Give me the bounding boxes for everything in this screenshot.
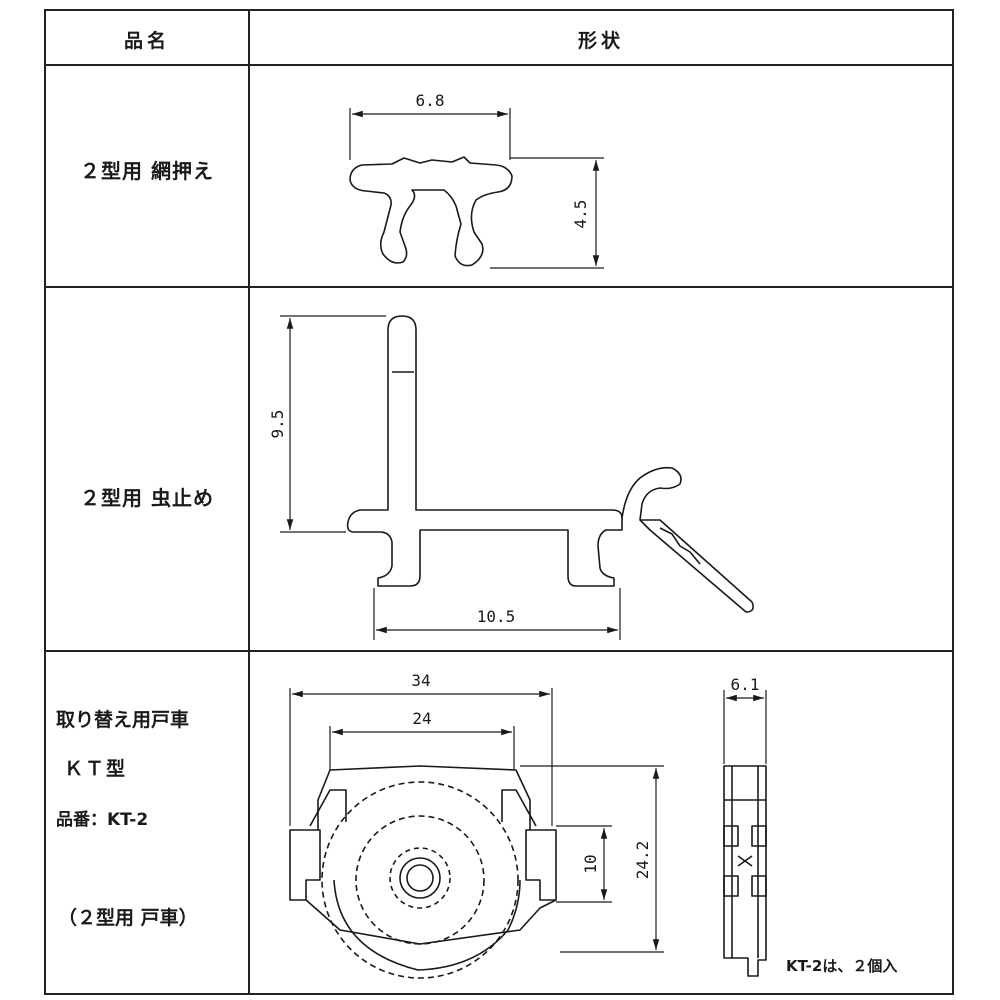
dimension-screen-holder-height <box>490 157 604 269</box>
dimension-screen-holder-width <box>349 108 511 160</box>
row1-product-name: ２型用 網押え <box>80 159 214 183</box>
dimension-roller-inner-width <box>329 726 515 770</box>
dimension-insect-stop-width <box>373 588 621 640</box>
label-roller-thickness: 6.1 <box>731 675 760 694</box>
package-note: KT-2は、２個入 <box>786 955 898 976</box>
row3-usage: （２型用 戸車） <box>58 907 198 929</box>
label-screen-holder-width: 6.8 <box>416 91 445 110</box>
header-shape: 形状 <box>577 29 624 52</box>
row-divider-2 <box>44 650 954 652</box>
label-roller-outer-width: 34 <box>411 671 430 690</box>
header-divider <box>44 64 954 66</box>
row3-model: ＫＴ型 <box>64 758 128 780</box>
dimension-roller-outer-width <box>289 688 553 826</box>
label-insect-stop-width: 10.5 <box>477 607 516 626</box>
door-roller-side-view <box>723 765 767 977</box>
row2-product-name: ２型用 虫止め <box>80 486 214 510</box>
label-roller-height: 24.2 <box>633 841 652 880</box>
screen-holder-profile <box>349 156 513 267</box>
label-roller-wheel: 10 <box>581 854 600 873</box>
label-screen-holder-height: 4.5 <box>571 200 590 229</box>
label-roller-inner-width: 24 <box>412 709 431 728</box>
dimension-insect-stop-height <box>280 315 386 533</box>
row3-product-name: 取り替え用戸車 <box>56 709 190 731</box>
dimension-roller-wheel <box>556 825 612 903</box>
door-roller-front-view <box>289 765 557 979</box>
dimension-roller-height <box>520 765 664 953</box>
column-divider <box>248 9 250 995</box>
label-insect-stop-height: 9.5 <box>268 410 287 439</box>
dimension-roller-thickness <box>723 690 767 764</box>
insect-stop-profile <box>346 315 754 613</box>
row3-part-number: 品番：KT-2 <box>56 810 149 830</box>
row-divider-1 <box>44 286 954 288</box>
spec-table <box>44 9 954 995</box>
header-product-name: 品名 <box>123 29 170 52</box>
